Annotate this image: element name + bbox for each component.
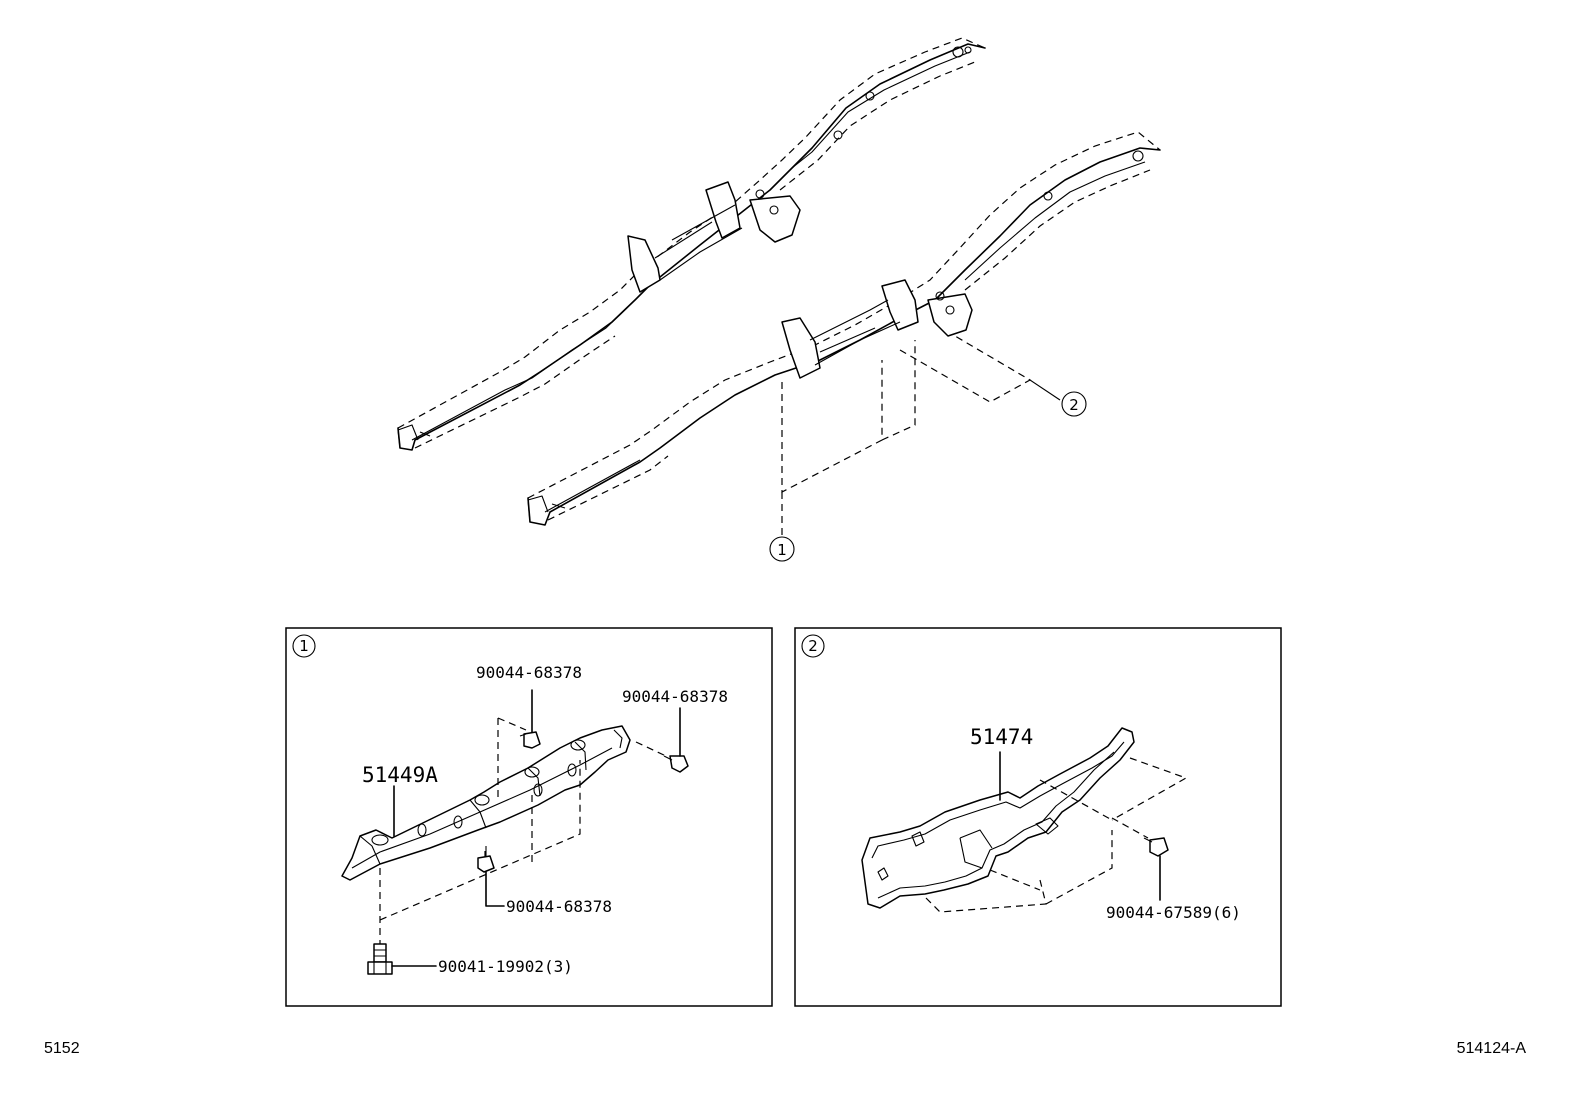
label-90044-68378-top: 90044-68378 [476,663,582,682]
bolt-icon[interactable] [367,943,393,975]
detail-1-badge-circle [292,634,316,658]
detail-2-badge: 2 [808,637,818,655]
frame-rail-lower [527,131,1161,526]
detail-panel-1: 1 [285,627,773,1007]
callout-1[interactable]: 1 [769,536,795,562]
bolt-90044-67589-icon[interactable] [1143,837,1169,857]
nut-top-icon[interactable] [519,731,541,749]
label-90044-68378-right: 90044-68378 [622,687,728,706]
callout-2[interactable]: 2 [1061,391,1087,417]
label-51474: 51474 [970,725,1033,749]
label-90041-19902: 90041-19902(3) [438,957,573,976]
frame-assembly: 1 2 [397,37,1161,562]
label-51449A: 51449A [362,763,438,787]
callout-2-circle [1061,391,1087,417]
callout-1-circle [769,536,795,562]
nut-bottom-icon[interactable] [477,846,495,873]
footer-left-code: 5152 [44,1040,80,1057]
leader-lines [781,335,1061,538]
callout-2-number: 2 [1069,396,1079,414]
plate-51474[interactable] [861,727,1135,909]
frame-rail-upper [397,37,986,451]
bracket-51449A[interactable] [341,725,631,881]
detail-1-badge: 1 [299,637,309,655]
detail-panel-1-frame [285,627,773,1007]
detail-panel-2: 2 51474 90044-67589(6) [794,627,1282,1007]
detail-2-badge-circle [801,634,825,658]
label-90044-67589: 90044-67589(6) [1106,903,1241,922]
label-90044-68378-bottom: 90044-68378 [506,897,612,916]
footer-right-code: 514124-A [1457,1040,1527,1057]
callout-1-number: 1 [777,541,787,559]
nut-right-icon[interactable] [663,755,689,773]
